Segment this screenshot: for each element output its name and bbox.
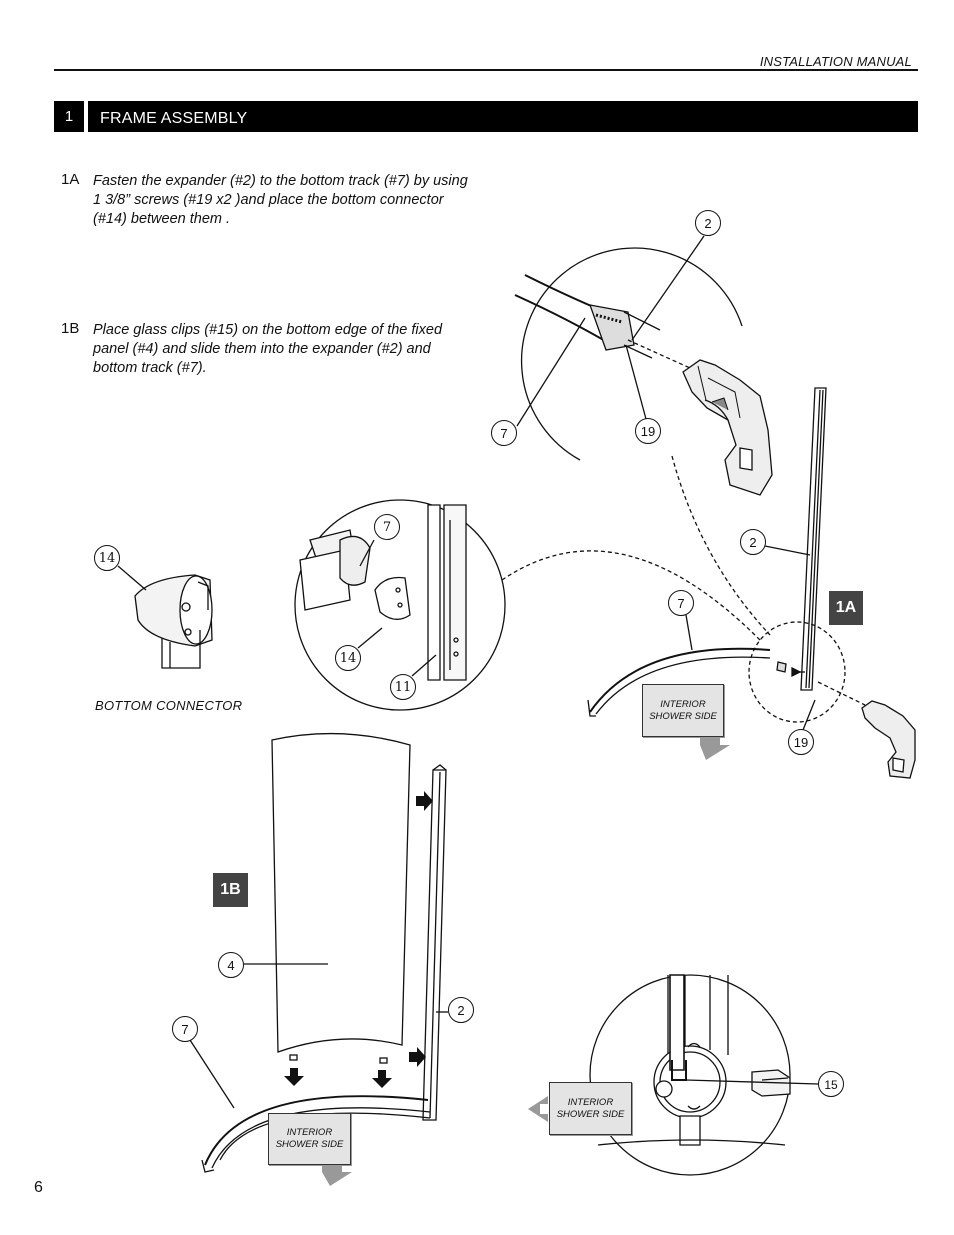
interior-side-label-right: INTERIOR SHOWER SIDE (642, 684, 724, 737)
section-header: 1 FRAME ASSEMBLY (54, 101, 918, 132)
callout-part-7-bottom: 7 (172, 1016, 198, 1042)
section-number: 1 (54, 101, 84, 132)
badge-step-1a: 1A (829, 591, 863, 625)
drill-tool-bottom (861, 700, 916, 779)
callout-part-7-top: 7 (491, 420, 517, 446)
interior-label-line1: INTERIOR (567, 1096, 614, 1108)
manual-header-label: INSTALLATION MANUAL (759, 54, 912, 69)
interior-label-line1: INTERIOR (660, 698, 706, 710)
bottom-connector-figure (134, 574, 213, 669)
header-rule (54, 69, 918, 71)
callout-part-14-left: 14 (94, 545, 120, 571)
interior-side-label-bottom-right: INTERIOR SHOWER SIDE (549, 1082, 632, 1135)
bottom-track-right (587, 647, 771, 717)
step-1b-label: 1B (61, 320, 80, 337)
callout-part-11-middle: 11 (390, 674, 416, 700)
detail-circle-connector (294, 499, 506, 711)
glass-panel (271, 732, 411, 1053)
step-1a-label: 1A (61, 171, 80, 188)
callout-part-7-right: 7 (668, 590, 694, 616)
detail-circle-dashed (748, 621, 846, 723)
callout-part-19-top: 19 (635, 418, 661, 444)
bottom-connector-caption: BOTTOM CONNECTOR (95, 698, 243, 713)
expander-profile-bottom (422, 764, 447, 1121)
section-title: FRAME ASSEMBLY (88, 101, 918, 132)
drill-tool-top (682, 359, 773, 496)
detail-circle-expander-drill (514, 247, 743, 461)
callout-part-7-middle: 7 (374, 514, 400, 540)
callout-part-2-right: 2 (740, 529, 766, 555)
callout-part-19-right: 19 (788, 729, 814, 755)
page-number: 6 (34, 1179, 43, 1196)
callout-part-2-bottom: 2 (448, 997, 474, 1023)
expander-profile-right (800, 387, 827, 691)
interior-side-label-bottom-left: INTERIOR SHOWER SIDE (268, 1113, 351, 1165)
callout-part-15-bottom: 15 (818, 1071, 844, 1097)
interior-label-line2: SHOWER SIDE (275, 1139, 344, 1150)
callout-part-14-middle: 14 (335, 645, 361, 671)
step-1a-text: Fasten the expander (#2) to the bottom t… (93, 173, 468, 227)
callout-part-2-top: 2 (695, 210, 721, 236)
interior-label-line1: INTERIOR (286, 1127, 333, 1138)
detail-circle-glass-clip (589, 974, 791, 1176)
callout-part-4-bottom: 4 (218, 952, 244, 978)
badge-step-1b: 1B (213, 873, 248, 907)
interior-label-line2: SHOWER SIDE (556, 1108, 625, 1120)
interior-label-line2: SHOWER SIDE (649, 710, 717, 722)
step-1b-text: Place glass clips (#15) on the bottom ed… (93, 322, 443, 376)
